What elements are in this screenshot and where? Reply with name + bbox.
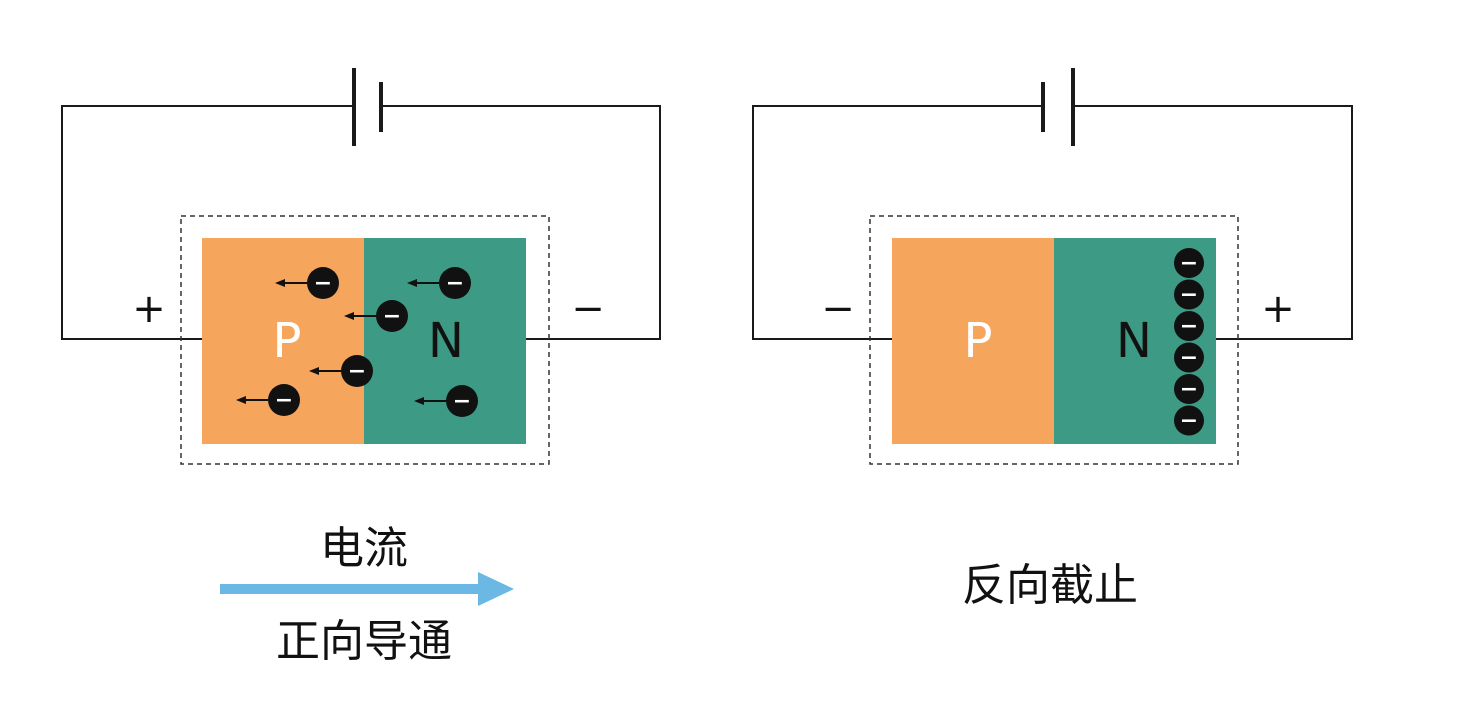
forward-electron-dot: [307, 267, 339, 299]
reverse-electron: −: [1174, 342, 1204, 373]
reverse-positive-sign: +: [1261, 286, 1295, 332]
reverse-n-label: N: [1116, 313, 1152, 369]
reverse-electron-dot: [1174, 342, 1204, 373]
reverse-p-label: P: [964, 313, 993, 369]
forward-electron: −: [236, 384, 300, 416]
forward-electron-charge-sign: −: [275, 388, 293, 413]
reverse-electron-charge-sign: −: [1180, 346, 1198, 371]
reverse-electron-dot: [1174, 311, 1204, 341]
forward-bias-circuit: P N + − − − − − − − 电流 正向导通: [61, 68, 661, 667]
forward-electron-dot: [376, 300, 408, 332]
reverse-bias-circuit: P N − + − − − − − − 反向截止: [752, 68, 1353, 611]
forward-electron-charge-sign: −: [314, 271, 332, 296]
forward-electrons: − − − − − −: [236, 267, 478, 417]
forward-negative-sign: −: [571, 286, 605, 332]
reverse-electron-dot: [1174, 374, 1204, 404]
reverse-electron: −: [1174, 405, 1204, 436]
forward-p-label: P: [273, 313, 302, 369]
current-direction-arrow: [220, 572, 514, 606]
forward-electron: −: [407, 267, 471, 299]
forward-caption: 正向导通: [276, 616, 452, 667]
forward-electron: −: [309, 355, 373, 387]
reverse-electron-charge-sign: −: [1180, 409, 1198, 434]
forward-electron-arrowhead: [309, 367, 319, 375]
forward-electron: −: [344, 300, 408, 332]
forward-electron-arrowhead: [414, 397, 424, 405]
forward-electron-arrowhead: [275, 279, 285, 287]
forward-electron-dot: [268, 384, 300, 416]
reverse-electron-charge-sign: −: [1180, 283, 1198, 308]
forward-electron-charge-sign: −: [383, 304, 401, 329]
forward-circuit-wire: [61, 105, 661, 340]
reverse-electron-dot: [1174, 248, 1204, 278]
reverse-circuit-wire: [752, 105, 1353, 340]
reverse-electron: −: [1174, 311, 1204, 341]
reverse-electron: −: [1174, 248, 1204, 278]
forward-electron-charge-sign: −: [446, 271, 464, 296]
forward-diode-enclosure: [180, 215, 550, 465]
reverse-caption: 反向截止: [962, 560, 1138, 611]
forward-electron-arrowhead: [344, 312, 354, 320]
reverse-electron-dot: [1174, 405, 1204, 436]
reverse-electron-charge-sign: −: [1180, 377, 1198, 402]
reverse-electron: −: [1174, 279, 1204, 310]
reverse-electron-charge-sign: −: [1180, 251, 1198, 276]
forward-positive-sign: +: [132, 286, 166, 332]
forward-electron-arrowhead: [407, 279, 417, 287]
forward-n-label: N: [428, 313, 464, 369]
current-label: 电流: [320, 523, 408, 574]
forward-electron-dot: [341, 355, 373, 387]
forward-electron-dot: [439, 267, 471, 299]
forward-electron-arrowhead: [236, 396, 246, 404]
reverse-electron-dot: [1174, 279, 1204, 310]
reverse-electron-charge-sign: −: [1180, 314, 1198, 339]
reverse-diode-enclosure: [869, 215, 1239, 465]
forward-electron: −: [414, 385, 478, 417]
forward-electron-charge-sign: −: [453, 389, 471, 414]
reverse-p-region: [892, 238, 1054, 444]
forward-electron-dot: [446, 385, 478, 417]
forward-electron-charge-sign: −: [348, 359, 366, 384]
forward-electron: −: [275, 267, 339, 299]
reverse-electrons: − − − − − −: [1174, 248, 1204, 436]
reverse-electron: −: [1174, 374, 1204, 404]
reverse-negative-sign: −: [821, 286, 855, 332]
